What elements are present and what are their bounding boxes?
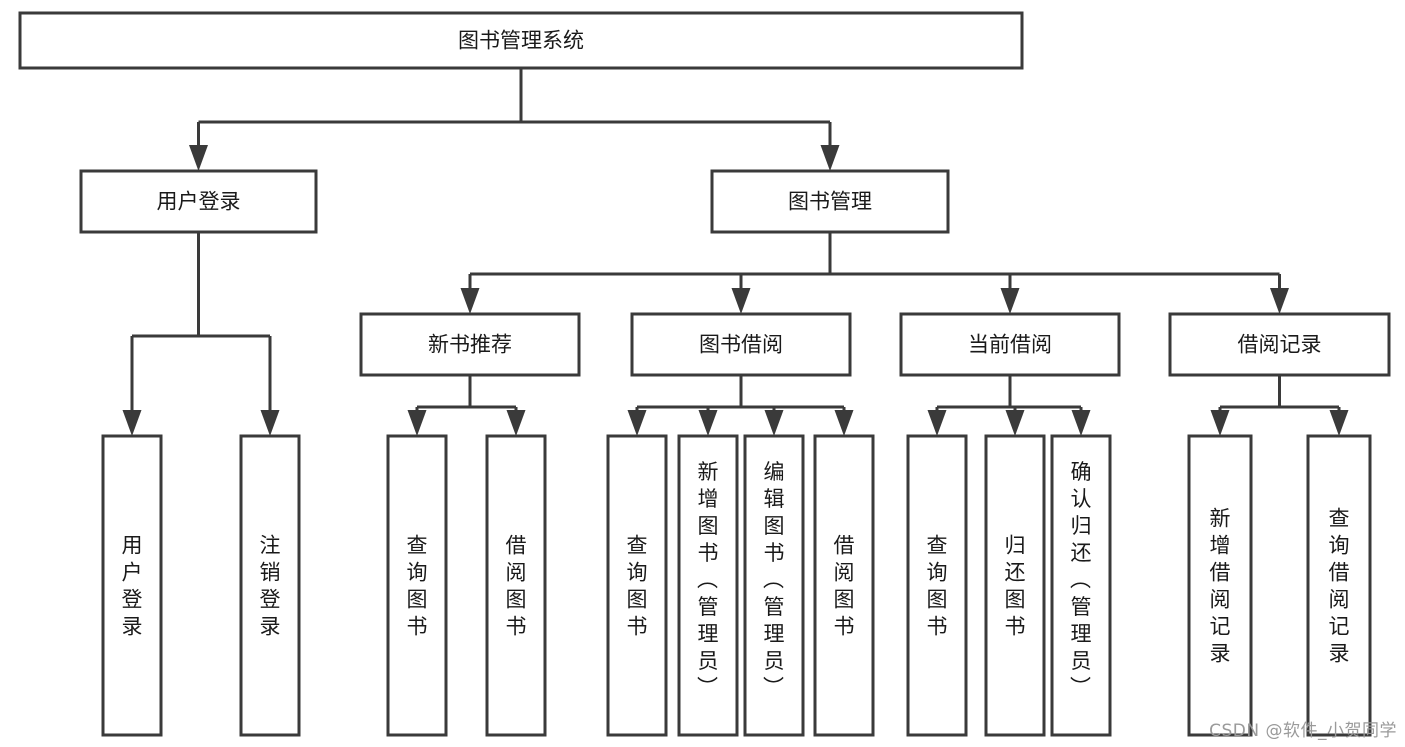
node-box-leaf-query-borrow-record [1306,434,1372,737]
arrow-head-leaf-add-borrow-record [1210,410,1230,436]
arrow-head-leaf-query-book-2 [627,410,647,436]
node-label-leaf-borrow-book-1: 借阅图书 [506,534,527,639]
node-current-borrow[interactable]: 当前借阅 [899,312,1121,377]
node-box-leaf-return-book [984,434,1046,737]
arrow-head-book-borrow [731,288,751,314]
node-label-leaf-return-book: 归还图书 [1005,534,1026,639]
node-box-leaf-confirm-return-admin [1050,434,1112,737]
edges-layer [122,68,1349,436]
node-leaf-user-logout[interactable]: 注销登录 [239,434,301,737]
node-label-leaf-add-borrow-record: 新增借阅记录 [1210,507,1231,666]
node-new-book-rec[interactable]: 新书推荐 [359,312,581,377]
node-leaf-add-borrow-record[interactable]: 新增借阅记录 [1187,434,1253,737]
node-leaf-borrow-book-2[interactable]: 借阅图书 [813,434,875,737]
node-leaf-query-book-2[interactable]: 查询图书 [606,434,668,737]
node-box-leaf-user-login [101,434,163,737]
node-box-book-borrow [630,312,852,377]
arrow-head-leaf-borrow-book-2 [834,410,854,436]
node-box-user-login [79,169,318,234]
node-box-root [18,11,1024,70]
node-box-leaf-edit-book-admin [743,434,805,737]
node-label-book-borrow: 图书借阅 [699,333,783,357]
node-label-leaf-query-book-1: 查询图书 [407,534,428,639]
arrow-head-leaf-query-book-3 [927,410,947,436]
node-book-manage[interactable]: 图书管理 [710,169,950,234]
node-box-new-book-rec [359,312,581,377]
node-box-leaf-user-logout [239,434,301,737]
node-label-leaf-query-borrow-record: 查询借阅记录 [1329,507,1350,666]
node-borrow-record[interactable]: 借阅记录 [1168,312,1391,377]
node-box-leaf-query-book-3 [906,434,968,737]
node-label-leaf-edit-book-admin: 编辑图书（管理员） [763,460,785,700]
node-book-borrow[interactable]: 图书借阅 [630,312,852,377]
node-box-leaf-add-borrow-record [1187,434,1253,737]
node-leaf-return-book[interactable]: 归还图书 [984,434,1046,737]
node-leaf-query-book-3[interactable]: 查询图书 [906,434,968,737]
arrow-head-leaf-borrow-book-1 [506,410,526,436]
node-label-current-borrow: 当前借阅 [968,333,1052,357]
node-user-login[interactable]: 用户登录 [79,169,318,234]
node-label-new-book-rec: 新书推荐 [428,333,512,357]
node-box-leaf-query-book-2 [606,434,668,737]
arrow-head-leaf-query-borrow-record [1329,410,1349,436]
node-leaf-user-login[interactable]: 用户登录 [101,434,163,737]
node-label-leaf-borrow-book-2: 借阅图书 [834,534,855,639]
node-leaf-borrow-book-1[interactable]: 借阅图书 [485,434,547,737]
watermark-label: CSDN @软件_小贺同学 [1209,721,1397,741]
arrow-head-leaf-confirm-return-admin [1071,410,1091,436]
node-box-leaf-query-book-1 [386,434,448,737]
arrow-head-new-book-rec [460,288,480,314]
node-label-leaf-user-login: 用户登录 [122,534,143,639]
node-root[interactable]: 图书管理系统 [18,11,1024,70]
node-label-leaf-query-book-2: 查询图书 [627,534,648,639]
node-leaf-edit-book-admin[interactable]: 编辑图书（管理员） [743,434,805,737]
arrow-head-leaf-user-logout [260,410,280,436]
node-leaf-query-borrow-record[interactable]: 查询借阅记录 [1306,434,1372,737]
node-label-leaf-query-book-3: 查询图书 [927,534,948,639]
node-leaf-confirm-return-admin[interactable]: 确认归还（管理员） [1050,434,1112,737]
arrow-head-leaf-query-book-1 [407,410,427,436]
node-label-leaf-user-logout: 注销登录 [260,534,281,639]
node-box-leaf-borrow-book-2 [813,434,875,737]
node-box-current-borrow [899,312,1121,377]
arrow-head-leaf-add-book-admin [698,410,718,436]
arrow-head-leaf-user-login [122,410,142,436]
nodes-layer: 图书管理系统用户登录图书管理新书推荐图书借阅当前借阅借阅记录用户登录注销登录查询… [18,11,1391,737]
node-label-book-manage: 图书管理 [788,190,872,214]
node-label-borrow-record: 借阅记录 [1238,333,1322,357]
node-box-leaf-add-book-admin [677,434,739,737]
node-leaf-query-book-1[interactable]: 查询图书 [386,434,448,737]
node-label-root: 图书管理系统 [458,29,584,53]
node-box-leaf-borrow-book-1 [485,434,547,737]
node-label-user-login: 用户登录 [157,190,241,214]
node-box-borrow-record [1168,312,1391,377]
arrow-head-borrow-record [1270,288,1289,314]
node-label-leaf-add-book-admin: 新增图书（管理员） [697,460,719,700]
arrow-head-leaf-edit-book-admin [764,410,784,436]
arrow-head-current-borrow [1000,288,1020,314]
arrow-head-book-manage [820,145,840,171]
node-label-leaf-confirm-return-admin: 确认归还（管理员） [1070,460,1092,700]
arrow-head-leaf-return-book [1005,410,1025,436]
arrow-head-user-login [189,145,208,171]
node-box-book-manage [710,169,950,234]
node-leaf-add-book-admin[interactable]: 新增图书（管理员） [677,434,739,737]
